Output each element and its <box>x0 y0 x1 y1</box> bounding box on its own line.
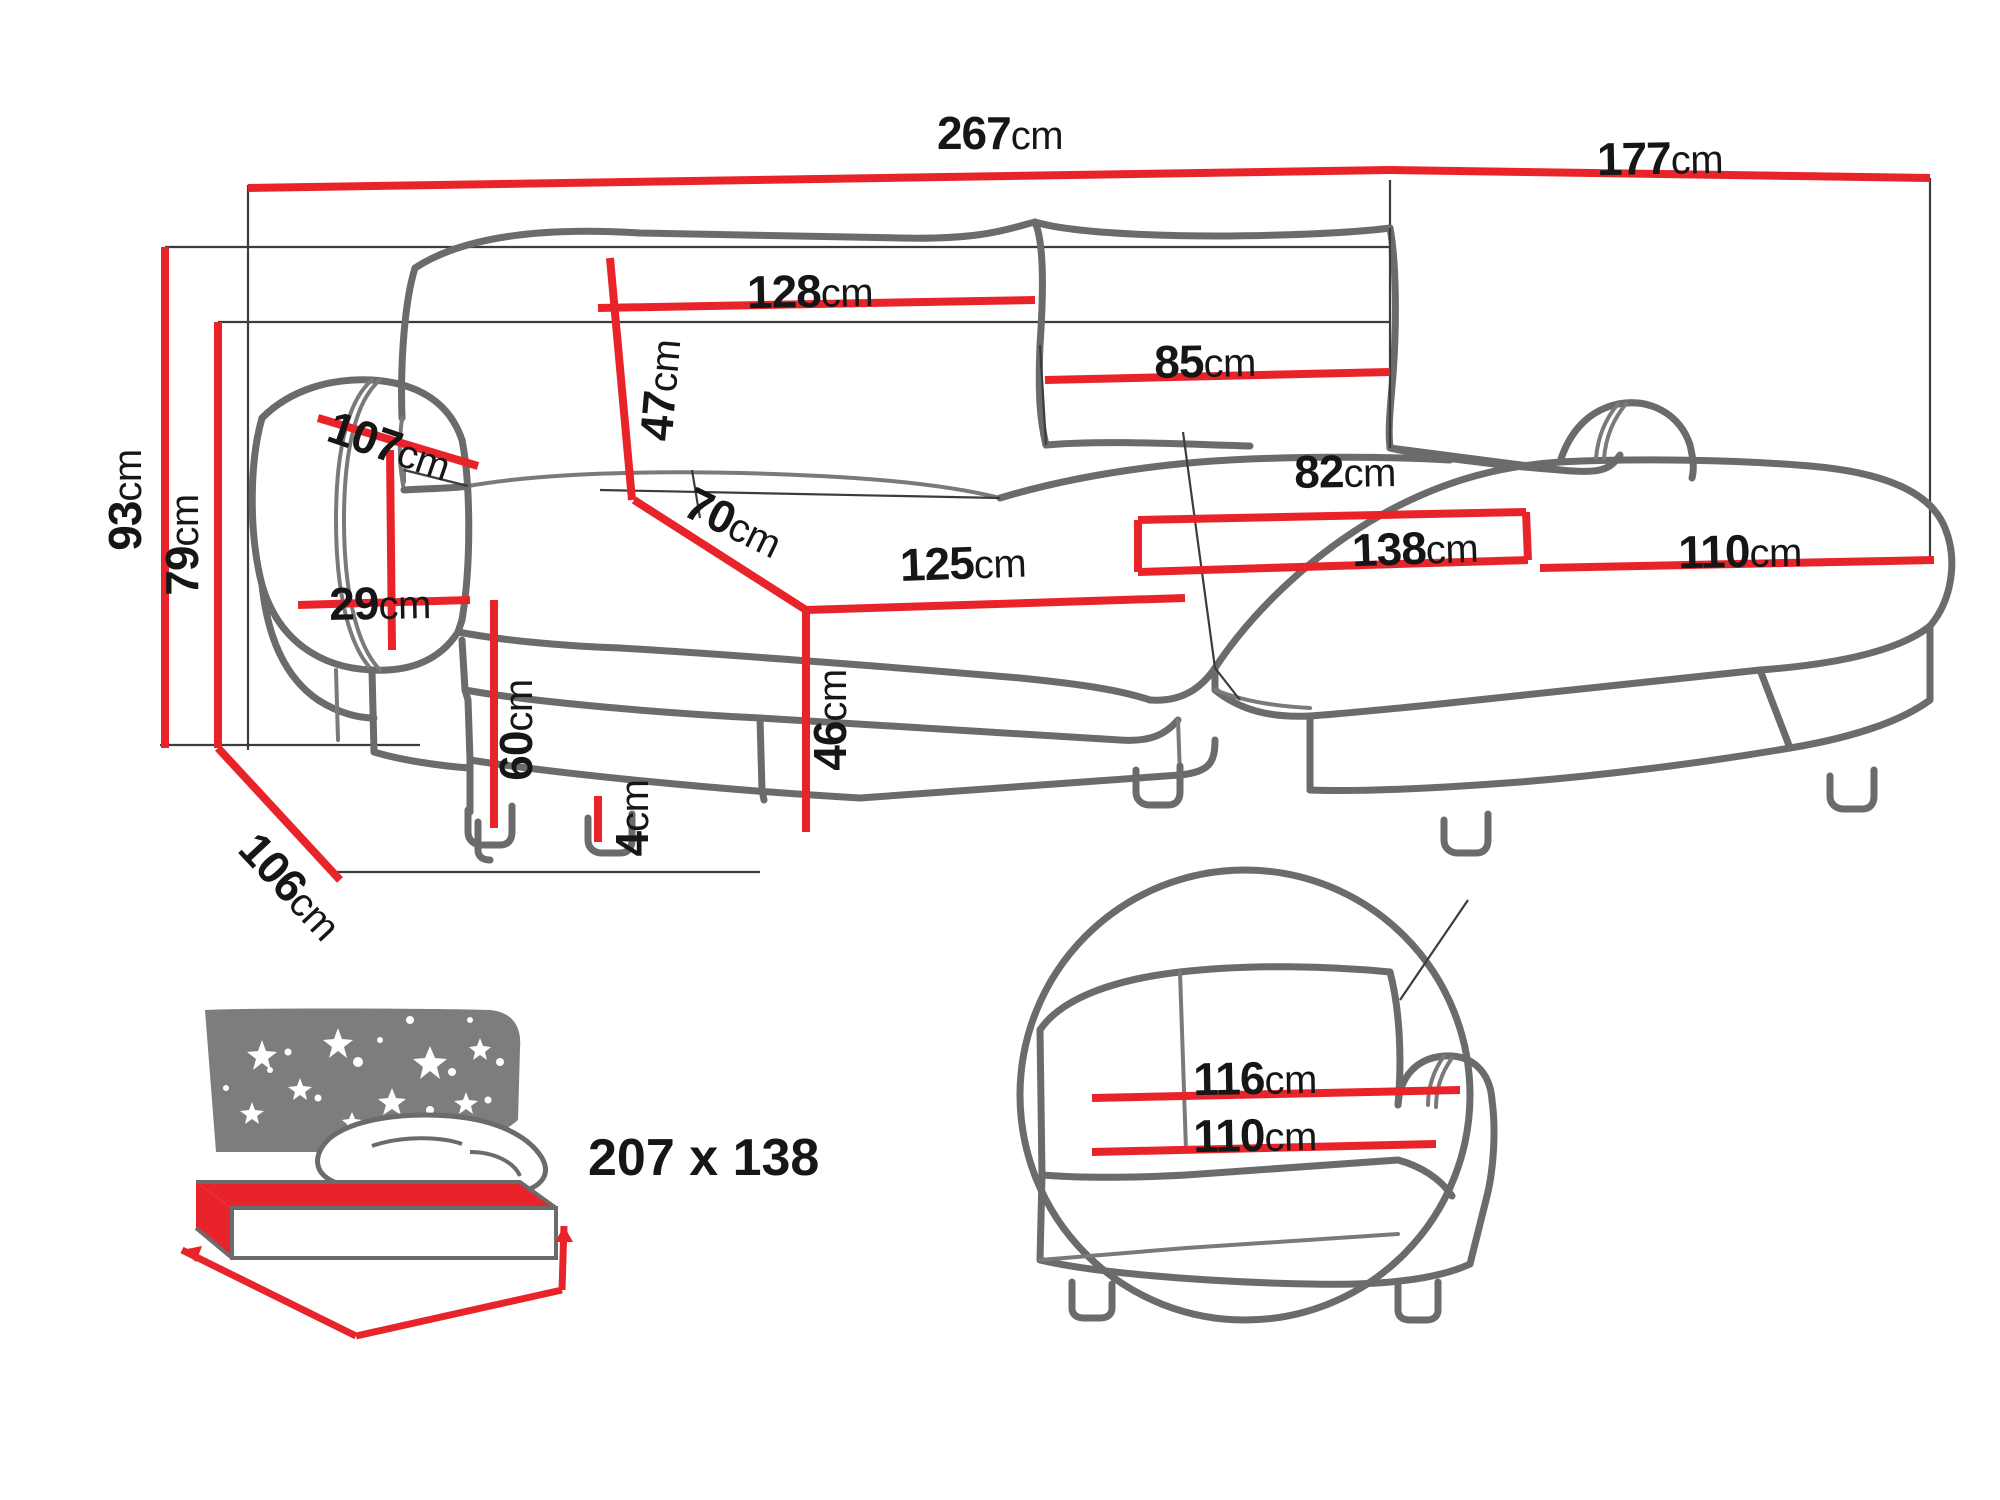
construction-lines <box>403 228 1392 701</box>
value-29: 29 <box>328 577 379 630</box>
label-60cm: 60cm <box>490 679 542 781</box>
unit-93: cm <box>106 449 150 502</box>
unit-116: cm <box>1264 1057 1318 1103</box>
value-177: 177 <box>1596 131 1672 186</box>
label-128cm: 128cm <box>746 264 874 319</box>
unit-85: cm <box>1203 341 1257 387</box>
detail-circle-group <box>1016 866 1498 1324</box>
dimline-110-detail <box>1091 1140 1437 1156</box>
value-85: 85 <box>1153 335 1204 388</box>
dimline-85 <box>1044 368 1391 384</box>
label-110cm: 110cm <box>1677 524 1803 579</box>
label-82cm: 82cm <box>1293 445 1397 498</box>
label-93cm: 93cm <box>99 449 151 551</box>
label-46cm: 46cm <box>804 669 856 771</box>
dimline-125 <box>805 594 1186 614</box>
unit-128: cm <box>820 270 874 316</box>
value-93: 93 <box>99 501 151 551</box>
value-128: 128 <box>746 264 822 319</box>
dimline-47 <box>606 257 636 501</box>
value-79: 79 <box>156 546 208 596</box>
dimline-107 <box>316 414 480 470</box>
label-177cm: 177cm <box>1596 131 1724 186</box>
value-125: 125 <box>899 536 975 591</box>
value-138: 138 <box>1351 521 1427 577</box>
detail-leader-line <box>1399 899 1469 1001</box>
dimline-177 <box>1389 166 1931 182</box>
unit-125: cm <box>973 541 1027 588</box>
unit-47: cm <box>640 337 690 394</box>
dimline-82 <box>1137 508 1527 524</box>
label-79cm: 79cm <box>156 494 208 596</box>
label-85cm: 85cm <box>1153 335 1257 388</box>
dimline-116 <box>1091 1086 1461 1102</box>
unit-82: cm <box>1343 451 1397 497</box>
detail-circle <box>1016 866 1474 1324</box>
label-bedding-size: 207 x 138 <box>588 1129 820 1187</box>
label-4cm: 4cm <box>606 779 658 857</box>
value-110-detail: 110 <box>1192 1108 1265 1163</box>
mattress-front <box>230 1206 558 1260</box>
unit-4: cm <box>613 779 657 832</box>
dimline-110 <box>1539 556 1935 572</box>
label-138cm: 138cm <box>1351 522 1479 577</box>
value-116: 116 <box>1192 1051 1265 1106</box>
label-125cm: 125cm <box>899 536 1027 591</box>
value-82: 82 <box>1293 445 1344 498</box>
value-47: 47 <box>629 389 686 443</box>
unit-29: cm <box>378 583 432 629</box>
dimline-138-r <box>1522 511 1532 561</box>
unit-138: cm <box>1425 526 1479 573</box>
label-47cm: 47cm <box>629 337 690 443</box>
sheet-left <box>196 1182 232 1258</box>
dimline-106 <box>215 745 343 883</box>
value-110: 110 <box>1677 524 1750 579</box>
sofa-outline <box>248 218 1956 864</box>
dimline-107b <box>386 449 396 651</box>
unit-60: cm <box>497 679 541 732</box>
unit-110: cm <box>1749 530 1803 576</box>
label-267cm: 267cm <box>936 107 1064 159</box>
value-4: 4 <box>606 831 658 857</box>
sheet-top <box>196 1182 556 1208</box>
unit-177: cm <box>1670 137 1724 183</box>
label-29cm: 29cm <box>328 577 432 630</box>
unit-79: cm <box>163 494 207 547</box>
unit-267: cm <box>1010 114 1064 158</box>
unit-46: cm <box>811 669 855 722</box>
label-detail-116cm: 116cm <box>1192 1051 1318 1106</box>
dimension-lines <box>161 166 1935 883</box>
value-46: 46 <box>804 721 856 771</box>
bedding-illustration <box>180 1008 573 1340</box>
bedding-dim-bottom <box>355 1286 563 1340</box>
dimline-267 <box>247 166 1391 192</box>
dimline-29 <box>297 596 471 609</box>
value-60: 60 <box>490 731 542 781</box>
detail-sofa <box>1036 963 1498 1324</box>
value-267: 267 <box>936 107 1012 159</box>
unit-110-detail: cm <box>1264 1114 1318 1160</box>
label-detail-110cm: 110cm <box>1192 1108 1318 1163</box>
dimline-138 <box>1137 556 1529 576</box>
bedding-dim-left <box>180 1246 358 1340</box>
dimline-70 <box>631 496 809 614</box>
dimline-128 <box>597 296 1036 312</box>
